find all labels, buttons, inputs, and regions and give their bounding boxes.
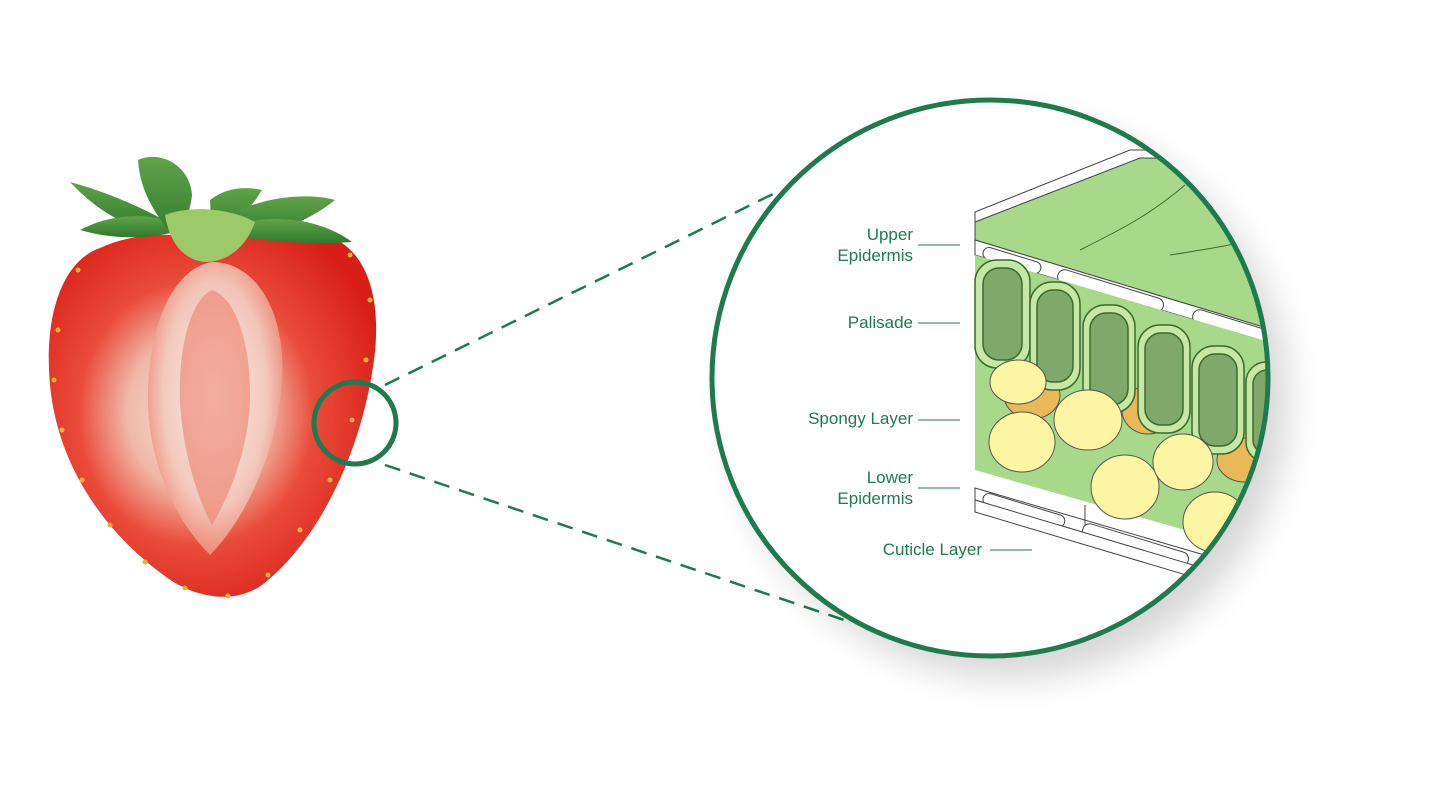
label-upper-epidermis-line2: Epidermis xyxy=(837,245,913,266)
strawberry-illustration xyxy=(49,157,376,599)
label-spongy-block: Spongy Layer xyxy=(808,408,913,429)
label-palisade-block: Palisade xyxy=(848,312,913,333)
label-cuticle-block: Cuticle Layer xyxy=(883,539,982,560)
label-lower-epidermis-line2: Epidermis xyxy=(837,488,913,509)
label-upper-epidermis-line1: Upper xyxy=(867,224,913,245)
label-palisade: Palisade xyxy=(848,312,913,333)
label-lower-epidermis: Lower Epidermis xyxy=(837,467,913,509)
label-lower-epidermis-line1: Lower xyxy=(867,467,913,488)
label-spongy-layer: Spongy Layer xyxy=(808,408,913,429)
label-upper-epidermis: Upper Epidermis xyxy=(837,224,913,266)
label-cuticle-layer: Cuticle Layer xyxy=(883,539,982,560)
